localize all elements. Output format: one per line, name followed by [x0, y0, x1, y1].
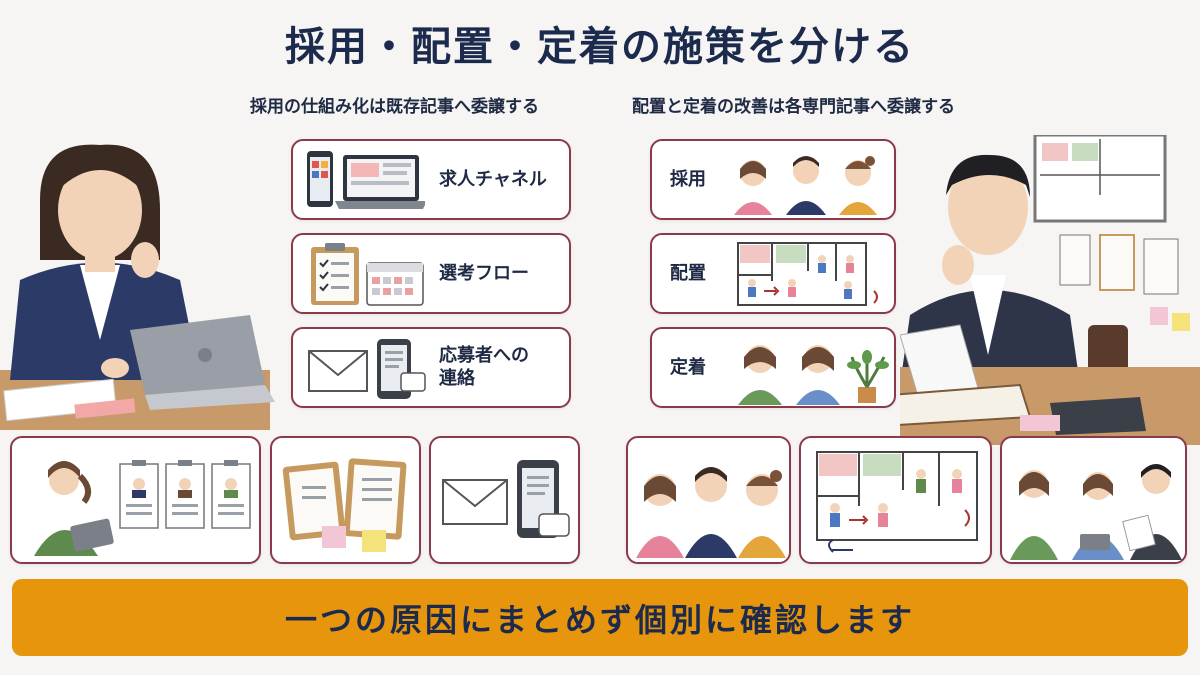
tile-team — [626, 436, 791, 564]
meeting-icon — [1006, 456, 1186, 560]
card-recruitment: 採用 — [650, 139, 896, 220]
tile-mail-phone — [429, 436, 580, 564]
tile-one-on-one — [1000, 436, 1187, 564]
mail-phone-icon — [441, 452, 573, 556]
tile-applicant-profiles — [10, 436, 261, 564]
man-reading-document-illustration — [900, 135, 1200, 445]
summary-banner: 一つの原因にまとめず個別に確認します — [12, 579, 1188, 656]
devices-icon — [305, 149, 425, 213]
right-heading: 配置と定着の改善は各専門記事へ委譲する — [632, 97, 955, 117]
tile-clipboards — [270, 436, 421, 564]
people-icon — [634, 458, 788, 558]
clipboards-icon — [282, 450, 414, 556]
people-icon — [728, 149, 888, 215]
card-applicant-contact: 応募者への 連絡 — [291, 327, 571, 408]
card-selection-flow: 選考フロー — [291, 233, 571, 314]
woman-with-laptop-illustration — [0, 140, 290, 440]
floor-plan-icon — [736, 241, 886, 311]
tile-floor-plan — [799, 436, 992, 564]
card-retention: 定着 — [650, 327, 896, 408]
card-label: 選考フロー — [439, 263, 529, 284]
conversation-plant-icon — [734, 335, 892, 405]
card-label: 採用 — [670, 169, 706, 190]
checklist-calendar-icon — [307, 241, 427, 309]
floor-plan-icon — [813, 450, 983, 556]
mail-phone-icon — [305, 335, 429, 403]
card-label: 求人チャネル — [439, 169, 547, 190]
card-label: 配置 — [670, 263, 706, 284]
left-heading: 採用の仕組み化は既存記事へ委譲する — [250, 97, 539, 117]
profile-review-icon — [24, 450, 256, 556]
card-label: 定着 — [670, 357, 706, 378]
page-title: 採用・配置・定着の施策を分ける — [285, 24, 915, 70]
card-recruit-channel: 求人チャネル — [291, 139, 571, 220]
banner-text: 一つの原因にまとめず個別に確認します — [284, 600, 915, 639]
card-label: 応募者への 連絡 — [439, 345, 529, 389]
card-placement: 配置 — [650, 233, 896, 314]
